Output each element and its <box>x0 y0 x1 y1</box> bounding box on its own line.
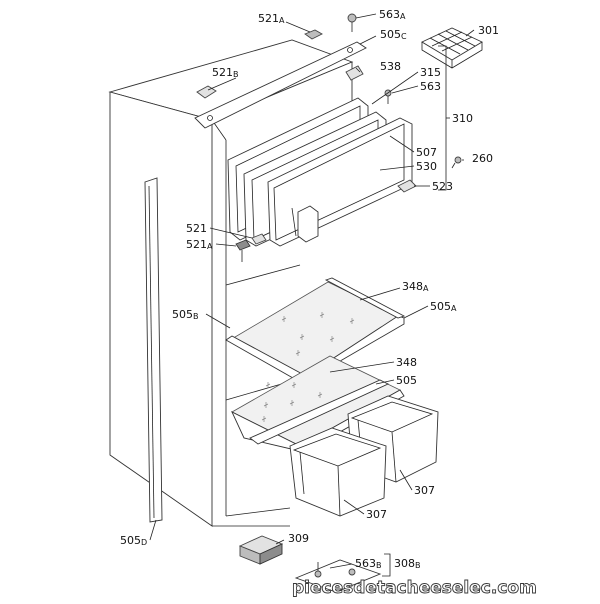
screw-260 <box>451 156 462 169</box>
screw-521A <box>235 239 251 262</box>
label-563A: 563A <box>379 8 406 21</box>
label-310: 310 <box>452 112 473 125</box>
label-505A: 505A <box>430 300 457 313</box>
label-507: 507 <box>416 146 437 159</box>
trim-strip-505 <box>249 379 390 445</box>
label-260: 260 <box>472 152 493 165</box>
label-521A-top: 521A <box>258 12 285 25</box>
watermark-text: piecesdetacheeselec.com <box>292 578 537 598</box>
label-348: 348 <box>396 356 417 369</box>
bracket-538 <box>345 65 364 81</box>
screw-563A <box>347 13 357 32</box>
label-523: 523 <box>432 180 453 193</box>
leader-lines <box>149 13 475 577</box>
label-521A-mid: 521A <box>186 238 213 251</box>
label-307-right: 307 <box>414 484 435 497</box>
label-505C: 505C <box>380 28 407 41</box>
label-348A: 348A <box>402 280 429 293</box>
latch-521 <box>251 233 267 245</box>
label-505D: 505D <box>120 534 147 547</box>
label-521B: 521B <box>212 66 239 79</box>
label-309: 309 <box>288 532 309 545</box>
top-trim-505C <box>194 41 367 129</box>
gasket-strip-505D <box>144 177 163 523</box>
ice-tray-301 <box>421 27 483 69</box>
label-563: 563 <box>420 80 441 93</box>
screw-563 <box>384 89 392 104</box>
label-315: 315 <box>420 66 441 79</box>
label-521: 521 <box>186 222 207 235</box>
freezer-door-assembly <box>227 97 413 247</box>
label-538: 538 <box>380 60 401 73</box>
label-563B: 563B <box>355 557 382 570</box>
label-301: 301 <box>478 24 499 37</box>
label-530: 530 <box>416 160 437 173</box>
label-308B: 308B <box>394 557 421 570</box>
part-labels: 521A 563A 301 505C 521B 538 315 563 310 … <box>120 8 499 570</box>
crisper-drawer-left <box>289 427 387 517</box>
label-505B: 505B <box>172 308 199 321</box>
hinge-cap-521A <box>304 29 323 40</box>
hinge-assembly-308B <box>294 559 382 593</box>
label-307-left: 307 <box>366 508 387 521</box>
block-309 <box>238 535 284 565</box>
label-505: 505 <box>396 374 417 387</box>
